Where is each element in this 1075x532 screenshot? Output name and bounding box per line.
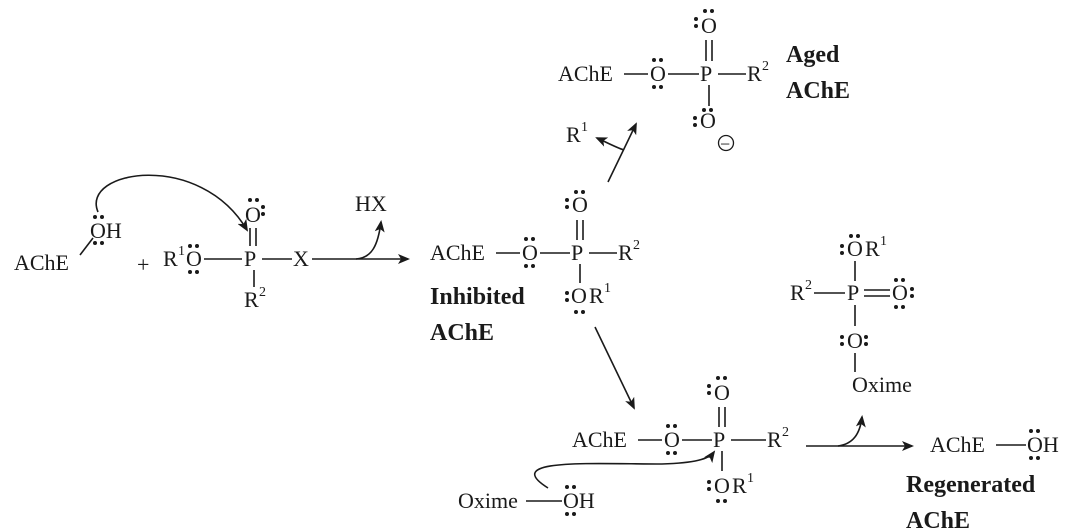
ache-text: AChE [558, 61, 613, 86]
oxygen-text: O [714, 473, 730, 498]
hydroxyl-text: OH [1027, 432, 1059, 457]
ache-o-bond [79, 237, 94, 256]
oxygen-text: O [892, 280, 908, 305]
oxime-adduct-structure: AChE O P O R 2 O R 1 [572, 376, 789, 503]
phosphylated-oxime-structure: O R 1 R 2 P O O Oxime [790, 234, 914, 397]
regenerated-label-line2: AChE [906, 508, 970, 532]
hydroxyl-text: OH [563, 488, 595, 513]
superscript-1: 1 [604, 281, 611, 296]
r-text: R [244, 287, 259, 312]
phosphorus-text: P [713, 427, 725, 452]
oxygen-text: O [847, 236, 863, 261]
lone-pair-dots [93, 215, 104, 245]
r-text: R [747, 61, 762, 86]
inhibited-label-line1: Inhibited [430, 284, 525, 310]
superscript-2: 2 [762, 59, 769, 74]
lone-pair-dots [188, 244, 199, 274]
negative-charge-text: − [720, 134, 730, 154]
superscript-2: 2 [805, 278, 812, 293]
lone-pair-dots [666, 424, 677, 455]
reactivation-arrow [594, 326, 635, 410]
phosphylated-oxime-release-arrow [837, 415, 866, 447]
phosphorus-text: P [700, 61, 712, 86]
phosphorus-text: P [571, 240, 583, 265]
lone-pair-dots [652, 58, 663, 89]
lone-pair-dots [840, 335, 868, 346]
superscript-1: 1 [880, 234, 887, 249]
lone-pair-dots [565, 291, 585, 314]
oxime-text: Oxime [458, 488, 518, 513]
lone-pair-dots [707, 480, 727, 503]
aged-ache-structure: AChE O P O R 2 O − [558, 9, 769, 154]
r-text: R [589, 283, 604, 308]
lone-pair-dots [248, 198, 265, 216]
ache-text: AChE [430, 240, 485, 265]
r-text: R [163, 246, 178, 271]
oxime-attack-arrow [533, 450, 716, 489]
lone-pair-dots [840, 234, 860, 255]
organophosphate-reactant: R 1 O P O X R 2 [163, 198, 309, 312]
aged-label-line1: Aged [786, 42, 840, 68]
hydroxyl-text: OH [90, 218, 122, 243]
phosphorus-text: P [244, 246, 256, 271]
r-text: R [790, 280, 805, 305]
oxygen-text: O [847, 328, 863, 353]
superscript-1: 1 [581, 120, 588, 135]
superscript-2: 2 [259, 285, 266, 300]
leaving-group-x-text: X [293, 246, 309, 271]
aged-label-line2: AChE [786, 78, 850, 104]
r-text: R [732, 473, 747, 498]
r-text: R [618, 240, 633, 265]
oxygen-text: O [664, 427, 680, 452]
oxygen-text: O [572, 192, 588, 217]
oxime-oh-reagent: Oxime OH [458, 485, 595, 516]
nucleophilic-attack-arrow [95, 174, 249, 232]
lone-pair-dots [565, 485, 576, 516]
oxime-text: Oxime [852, 372, 912, 397]
superscript-1: 1 [747, 471, 754, 486]
lone-pair-dots [694, 9, 714, 28]
hx-text: HX [355, 191, 387, 216]
oxygen-text: O [571, 283, 587, 308]
superscript-1: 1 [178, 244, 185, 259]
ache-text: AChE [14, 250, 69, 275]
lone-pair-dots [894, 278, 914, 309]
inhibited-label-line2: AChE [430, 320, 494, 346]
r-text: R [767, 427, 782, 452]
regenerated-ache-structure: AChE OH [930, 429, 1059, 460]
oxygen-text: O [522, 240, 538, 265]
lone-pair-dots [693, 108, 713, 127]
oxygen-text: O [245, 202, 261, 227]
oxygen-text: O [714, 380, 730, 405]
ache-oh-reactant: AChE OH [14, 215, 122, 275]
r1-release-arrow [595, 137, 625, 151]
superscript-2: 2 [782, 425, 789, 440]
inhibited-ache-structure: AChE O P O R 2 O R 1 [430, 190, 640, 314]
negative-charge-icon [717, 134, 735, 152]
lone-pair-dots [707, 376, 727, 395]
oxygen-text: O [701, 13, 717, 38]
regenerated-label-line1: Regenerated [906, 472, 1036, 498]
superscript-2: 2 [633, 238, 640, 253]
r-text: R [566, 122, 581, 147]
lone-pair-dots [1029, 429, 1040, 460]
aging-arrow [607, 122, 637, 183]
ache-text: AChE [930, 432, 985, 457]
lone-pair-dots [565, 190, 585, 209]
ache-text: AChE [572, 427, 627, 452]
oxygen-text: O [650, 61, 666, 86]
lone-pair-dots [524, 237, 535, 268]
r-text: R [865, 236, 880, 261]
plus-sign: + [137, 252, 149, 277]
phosphorus-text: P [847, 280, 859, 305]
oxygen-text: O [186, 246, 202, 271]
oxygen-text: O [700, 108, 716, 133]
hx-release-arrow [355, 220, 385, 260]
